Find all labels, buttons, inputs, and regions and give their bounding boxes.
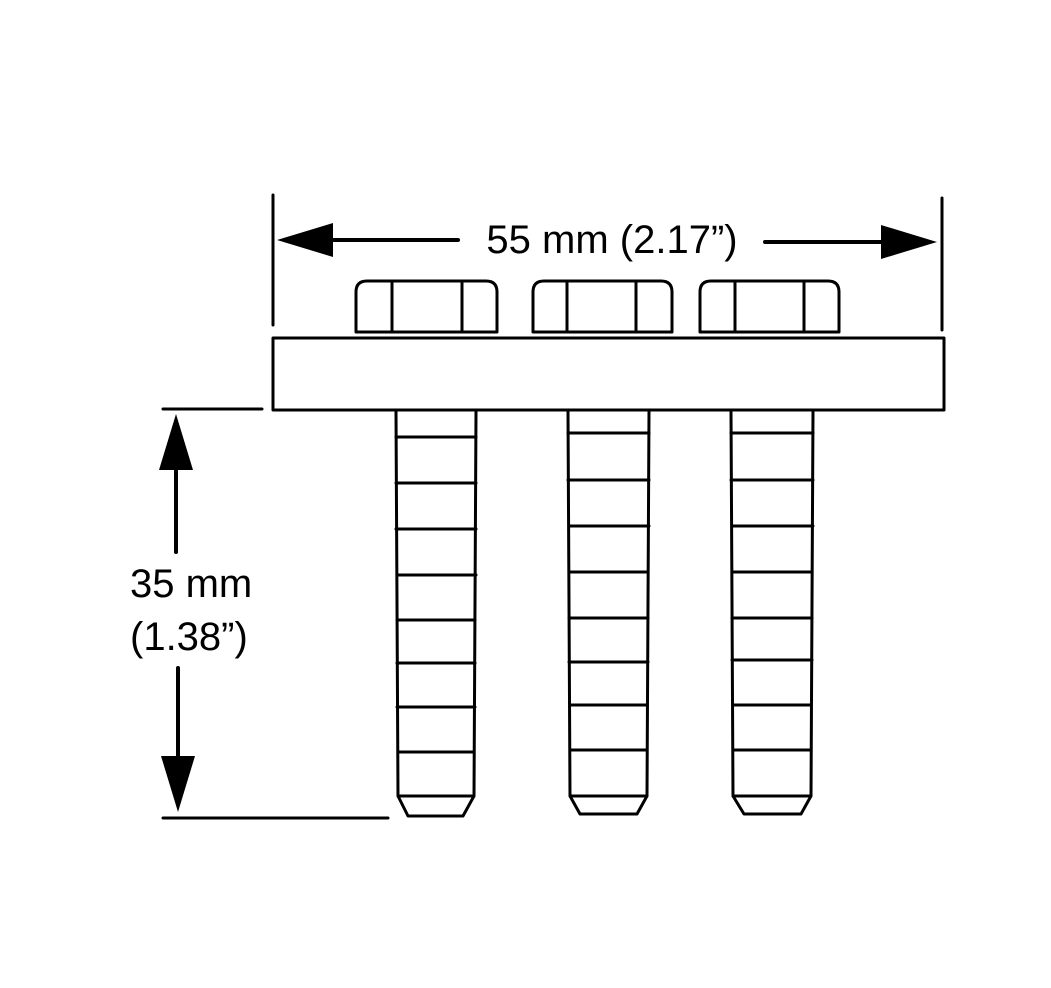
width-dimension: 55 mm (2.17”): [271, 193, 944, 332]
length-arrowhead-bottom: [161, 756, 195, 812]
hex-nut-2: [531, 279, 674, 334]
length-label-line1: 35 mm: [130, 562, 252, 606]
width-arrowhead-left: [277, 223, 333, 257]
hex-nut-3: [698, 279, 841, 334]
hex-nut-1: [354, 279, 499, 334]
bolt-3: [729, 410, 815, 816]
bolt-1: [394, 410, 478, 818]
length-arrowhead-top: [159, 414, 193, 470]
bolt-2: [566, 410, 651, 816]
width-label: 55 mm (2.17”): [486, 218, 737, 262]
length-label-line2: (1.38”): [130, 615, 248, 659]
spacer-plate: [271, 336, 946, 412]
width-arrowhead-right: [881, 225, 937, 259]
length-dimension: 35 mm (1.38”): [130, 407, 390, 820]
